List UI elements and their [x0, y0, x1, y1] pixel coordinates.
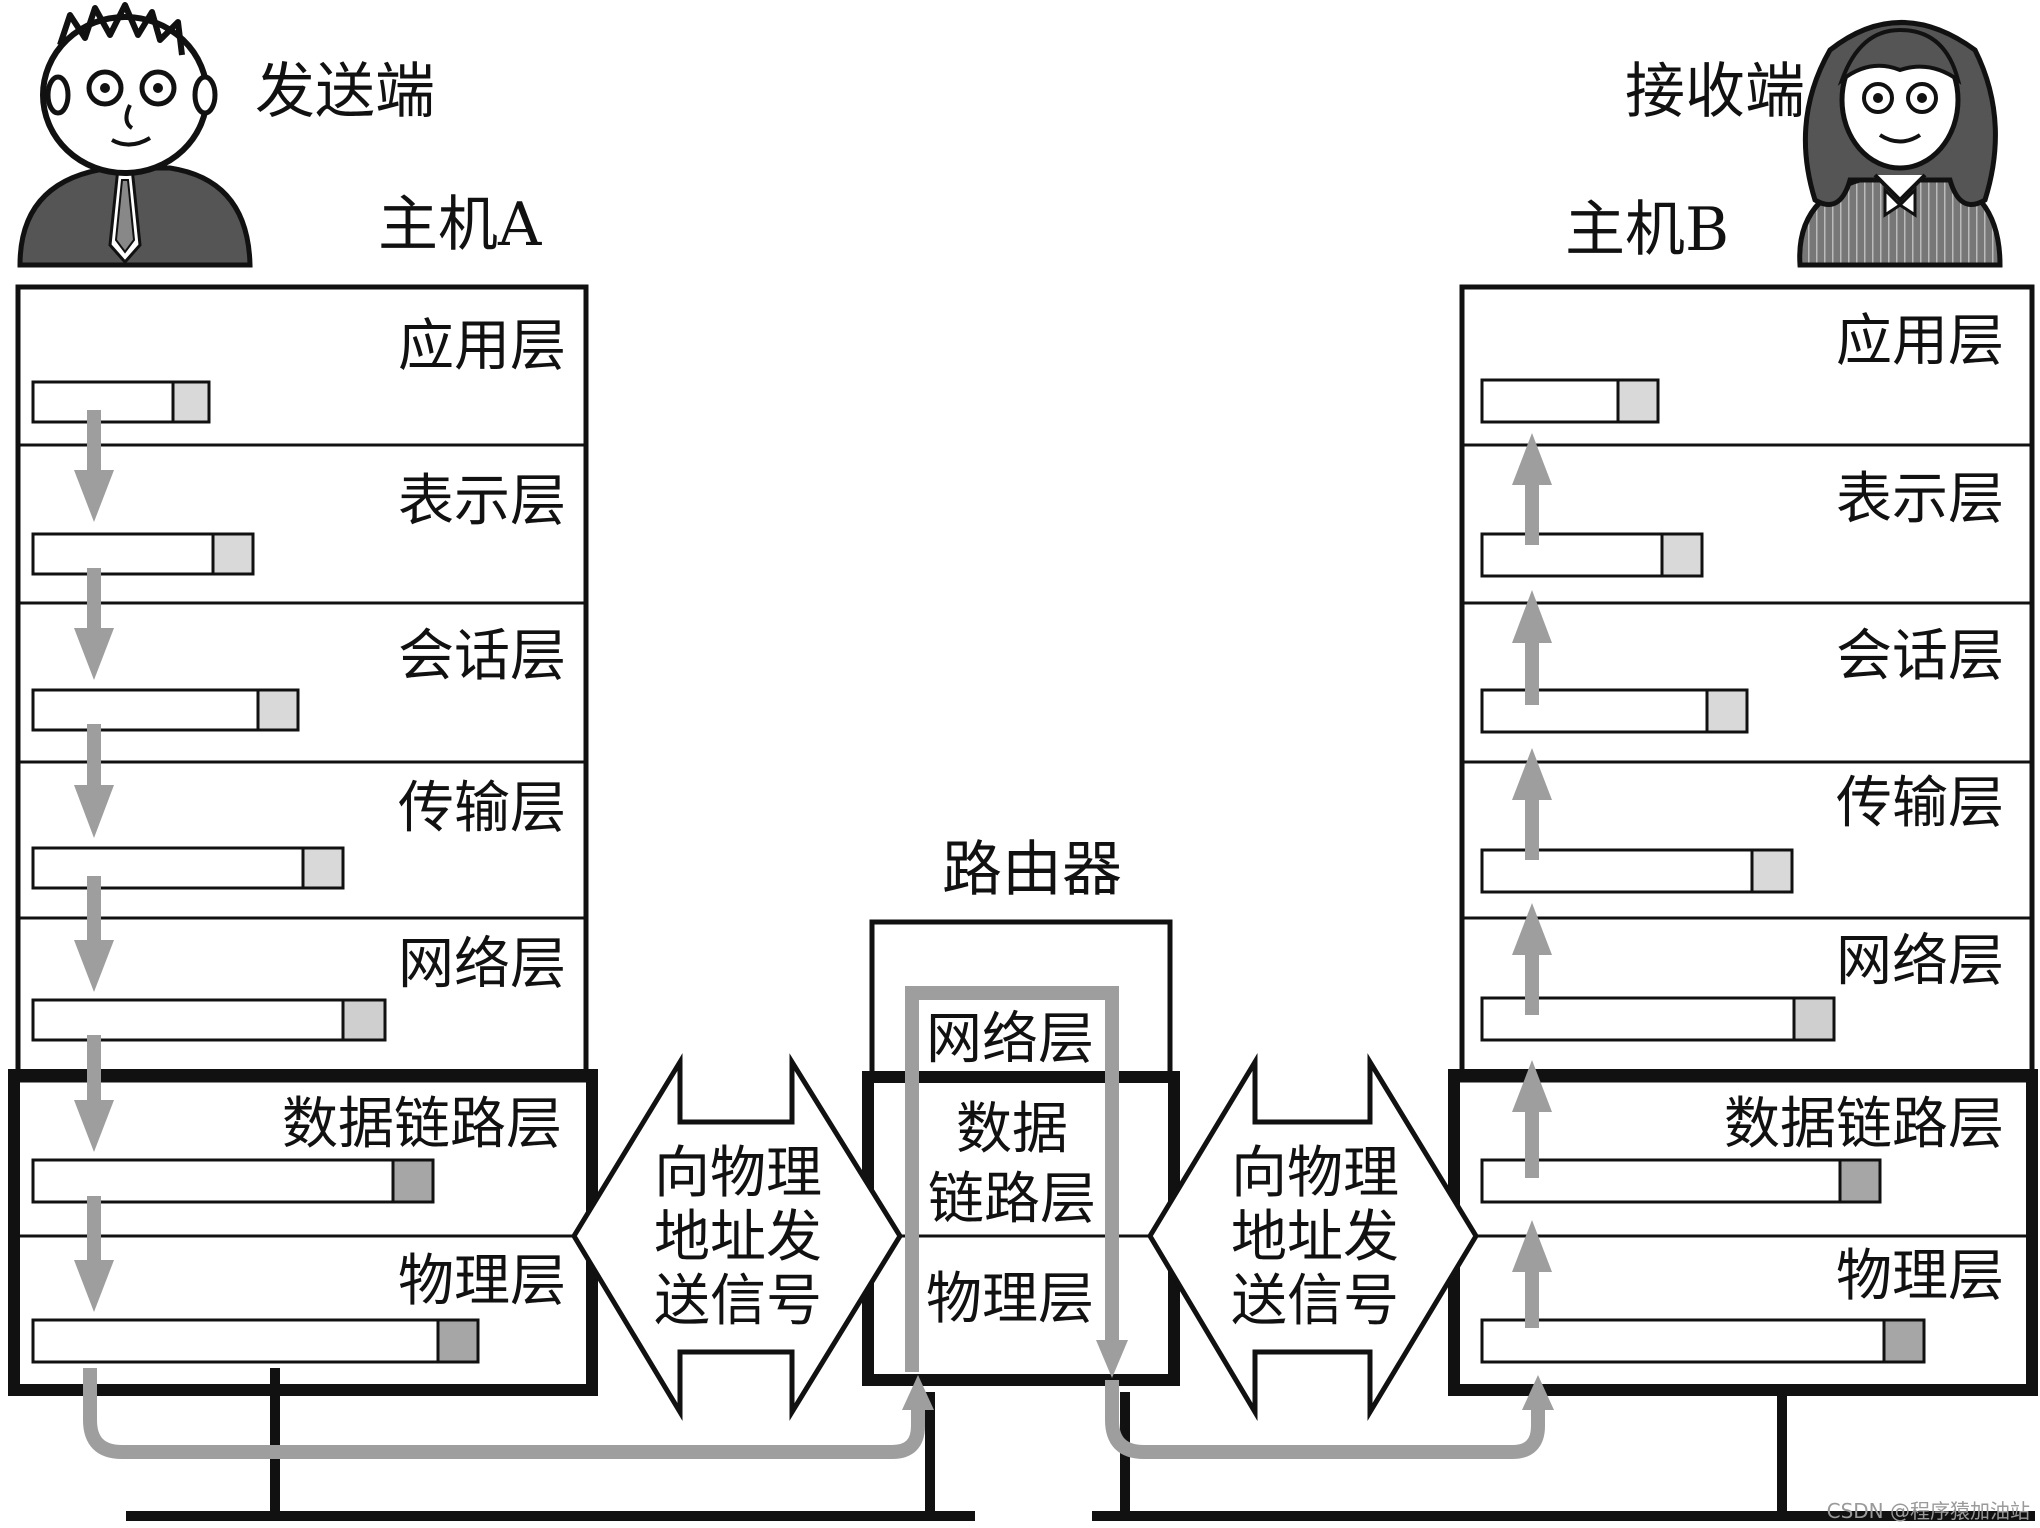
- host-a-layer-7: 物理层: [398, 1249, 566, 1314]
- network-cables: [126, 1368, 2035, 1521]
- host-b-label: 主机B: [1565, 195, 1729, 265]
- router-layer-link: 链路层: [928, 1167, 1096, 1232]
- host-a-label: 主机A: [378, 190, 542, 260]
- link-right-line-3: 送信号: [1231, 1269, 1399, 1334]
- sender-label: 发送端: [255, 57, 435, 127]
- host-b-layer-5: 网络层: [1836, 929, 2004, 994]
- link-arrow-right: 向物理 地址发 送信号: [1147, 1053, 1479, 1422]
- host-b-layer-6: 数据链路层: [1724, 1092, 2004, 1157]
- router-layer-physical: 物理层: [926, 1267, 1094, 1332]
- host-b-layer-3: 会话层: [1836, 624, 2004, 689]
- link-right-line-1: 向物理: [1231, 1141, 1399, 1206]
- host-a-layer-2: 表示层: [398, 469, 566, 534]
- link-arrow-left: 向物理 地址发 送信号: [571, 1053, 903, 1421]
- router-flow-path: [905, 986, 1128, 1378]
- router-layer-data: 数据: [956, 1097, 1068, 1162]
- host-a-down-arrows: [74, 410, 114, 1312]
- receiver-label: 接收端: [1625, 57, 1805, 127]
- receiver-person-icon: [1797, 20, 2003, 268]
- host-a-layer-3: 会话层: [398, 624, 566, 689]
- router-layer-labels: 网络层 数据 链路层 物理层: [926, 1007, 1096, 1332]
- watermark: CSDN @程序猿加油站: [1827, 1499, 2030, 1523]
- host-b-layer-1: 应用层: [1836, 309, 2004, 374]
- link-left-line-1: 向物理: [654, 1141, 822, 1206]
- link-right-line-2: 地址发: [1231, 1205, 1399, 1270]
- signal-flow-path: [83, 1368, 1554, 1459]
- link-left-line-2: 地址发: [654, 1205, 822, 1270]
- host-a-layer-labels: 应用层 表示层 会话层 传输层 网络层 数据链路层 物理层: [282, 314, 566, 1314]
- host-a-layer-4: 传输层: [398, 776, 566, 841]
- host-a-layer-6: 数据链路层: [282, 1092, 562, 1157]
- sender-person-icon: [17, 2, 253, 268]
- host-a-packets: [31, 380, 480, 1364]
- host-b-up-arrows: [1512, 433, 1552, 1328]
- host-b-packets: [1480, 378, 1926, 1364]
- router-layer-network: 网络层: [926, 1007, 1094, 1072]
- link-left-line-3: 送信号: [654, 1269, 822, 1334]
- host-a-layer-5: 网络层: [398, 932, 566, 997]
- host-b-layer-7: 物理层: [1836, 1244, 2004, 1309]
- host-b-layer-labels: 应用层 表示层 会话层 传输层 网络层 数据链路层 物理层: [1724, 309, 2004, 1309]
- host-a-layer-1: 应用层: [398, 314, 566, 379]
- host-b-layer-2: 表示层: [1836, 467, 2004, 532]
- router-label: 路由器: [942, 835, 1122, 905]
- host-b-stack: [1448, 284, 2038, 1396]
- host-b-layer-4: 传输层: [1836, 771, 2004, 836]
